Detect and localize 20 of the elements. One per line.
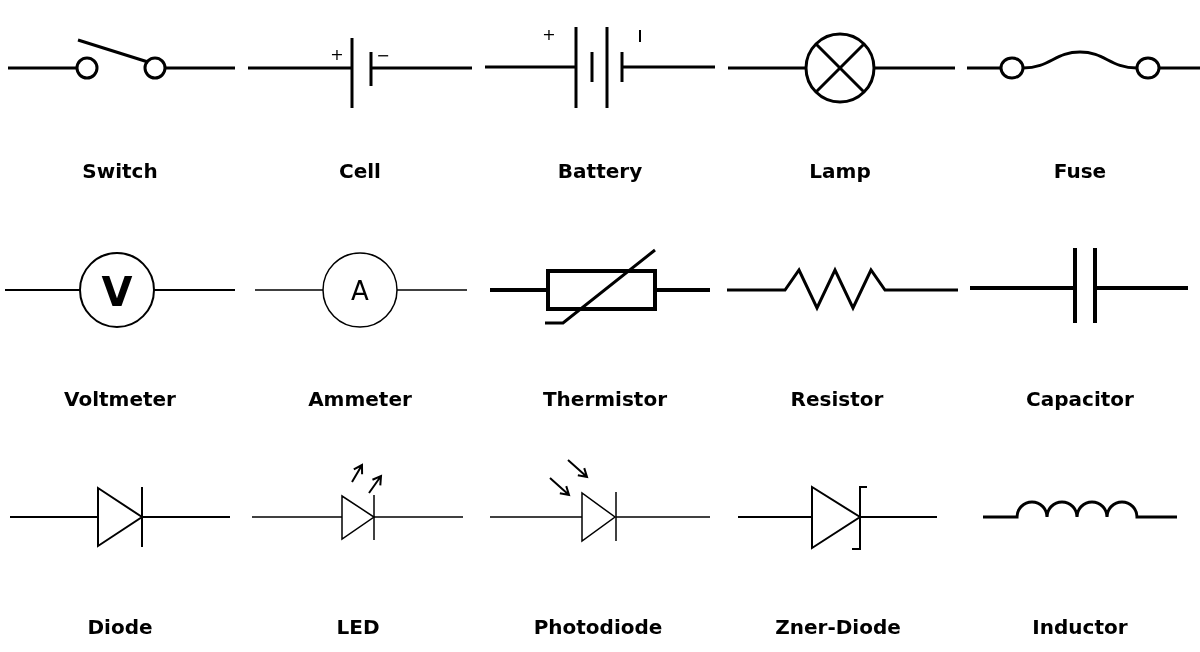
symbol-name: Thermistor — [542, 389, 668, 409]
symbol-name: Inductor — [1032, 617, 1128, 637]
polarity-sign: + — [330, 47, 344, 63]
symbol-name: Switch — [82, 161, 158, 181]
symbol-name: Fuse — [1053, 161, 1107, 181]
polarity-sign: − — [376, 48, 390, 64]
symbol-name: Zner-Diode — [775, 617, 901, 637]
symbol-name: Voltmeter — [64, 389, 176, 409]
polarity-sign: + — [542, 27, 556, 43]
symbol-name: Photodiode — [533, 617, 663, 637]
meter-letter: V — [101, 272, 133, 312]
symbol-name: Capacitor — [1026, 389, 1134, 409]
symbol-name: Diode — [87, 617, 153, 637]
meter-letter: A — [351, 278, 369, 304]
symbol-name: Ammeter — [308, 389, 412, 409]
symbol-name: LED — [336, 617, 380, 637]
symbol-name: Lamp — [809, 161, 871, 181]
symbol-name: Battery — [557, 161, 643, 181]
symbol-name: Cell — [339, 161, 381, 181]
symbol-name: Resistor — [790, 389, 884, 409]
